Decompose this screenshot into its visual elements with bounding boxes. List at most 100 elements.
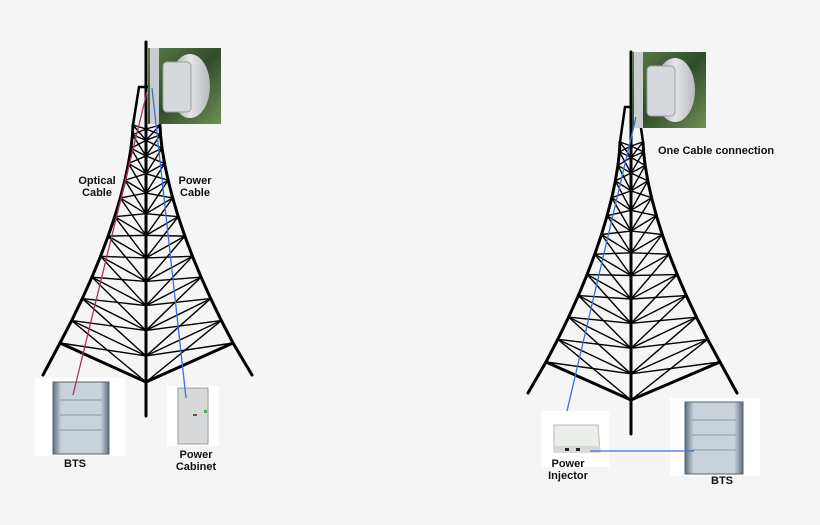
- tower-right-level: [630, 141, 644, 147]
- tower-left-leg-right: [199, 275, 213, 301]
- tower-left-leg-right: [176, 215, 187, 238]
- tower-left-leg-left: [129, 133, 134, 150]
- tower-left-level: [70, 319, 147, 357]
- tower-left-brace: [145, 128, 162, 136]
- tower-right-leg-right: [646, 179, 654, 200]
- tower-right-brace: [617, 156, 632, 167]
- tower-left-brace: [124, 173, 147, 181]
- tower-left-brace: [145, 197, 174, 237]
- tower-left-level: [132, 124, 147, 130]
- tower-left-top-left: [131, 85, 141, 127]
- tower-left-level: [145, 124, 161, 130]
- tower-right-leg-left: [600, 214, 609, 236]
- tower-right-leg-left: [585, 252, 597, 277]
- tower-left-brace: [99, 255, 147, 259]
- tower-right-level: [630, 294, 688, 324]
- tower-left-level: [131, 134, 147, 142]
- tower-left-brace: [145, 235, 186, 283]
- tower-right-leg-left: [593, 232, 603, 256]
- tower-right-level: [630, 151, 645, 159]
- tower-left-leg-right: [219, 319, 235, 345]
- tower-right-level: [611, 197, 632, 212]
- tower-left-level: [127, 162, 147, 175]
- tower-left-level: [145, 235, 186, 259]
- tower-right-leg-left-foot: [526, 360, 548, 395]
- tower-left-level: [144, 341, 235, 384]
- tower-right-brace: [630, 197, 653, 232]
- tower-right-brace: [577, 294, 632, 300]
- tower-right-level: [630, 164, 646, 174]
- tower-left-brace: [145, 212, 179, 218]
- tower-left-brace: [99, 255, 147, 307]
- tower-right-brace: [611, 190, 632, 199]
- tower-left-level: [145, 197, 174, 215]
- tower-right-level: [577, 294, 632, 324]
- tower-left-brace: [91, 276, 147, 332]
- tower-right-leg-left: [610, 179, 617, 200]
- tower-left-brace: [127, 155, 147, 165]
- tower-right-brace: [630, 338, 709, 349]
- tower-left-leg-right-foot: [231, 341, 254, 377]
- tower-right-brace: [630, 209, 658, 217]
- tower-left-leg-right: [166, 178, 175, 200]
- tower-right-brace: [586, 273, 632, 324]
- tower-right-brace: [557, 338, 632, 349]
- tower-left-brace: [145, 155, 166, 165]
- tower-left-leg-right: [163, 162, 170, 182]
- combined-cable-line: [566, 116, 637, 412]
- one-cable-connection-label: One Cable connection: [658, 145, 775, 157]
- tower-left-brace: [127, 162, 147, 194]
- tower-right-brace: [630, 156, 646, 167]
- tower-left-level: [99, 255, 147, 283]
- tower-left-brace: [145, 215, 179, 259]
- tower-right-level: [630, 233, 663, 254]
- tower-right-level: [614, 180, 632, 192]
- tower-left-brace: [132, 124, 147, 142]
- tower-left-level: [145, 215, 179, 237]
- tower-left-brace: [81, 297, 147, 357]
- tower-left-brace: [145, 179, 169, 215]
- tower-left-brace: [119, 197, 147, 237]
- tower-left-brace: [124, 179, 147, 215]
- tower-right-brace: [630, 252, 670, 255]
- tower-left-level: [107, 235, 147, 259]
- tower-left-level: [124, 179, 147, 194]
- tower-right-level: [600, 233, 632, 254]
- tower-right-leg-right: [706, 337, 722, 364]
- tower-right-level: [630, 197, 653, 212]
- tower-right-brace: [611, 197, 632, 232]
- tower-right-brace: [630, 316, 698, 375]
- tower-right-level: [586, 273, 632, 300]
- tower-right-level: [630, 316, 698, 349]
- tower-left-leg-right: [160, 146, 167, 166]
- tower-left-leg-left: [70, 297, 84, 323]
- tower-left-brace: [131, 128, 147, 136]
- tower-right-level: [630, 338, 709, 375]
- tower-right-brace: [586, 273, 632, 277]
- tower-right-brace: [630, 214, 658, 254]
- tower-left-brace: [70, 319, 147, 332]
- tower-left-brace: [114, 212, 147, 218]
- tower-right-leg-left: [605, 196, 614, 218]
- tower-right-level: [567, 316, 632, 349]
- tower-right-brace: [557, 338, 632, 401]
- tower-right-brace: [630, 141, 644, 159]
- tower-right-leg-right: [641, 140, 646, 154]
- tower-left-level: [145, 134, 162, 142]
- tower-right-brace: [630, 164, 646, 192]
- tower-right-leg-right: [694, 315, 710, 341]
- tower-right-brace: [630, 172, 649, 182]
- tower-left-leg-left: [130, 123, 135, 137]
- tower-left-brace: [145, 255, 194, 307]
- tower-right-leg-left: [617, 140, 622, 154]
- tower-left-leg-left: [80, 275, 94, 301]
- tower-left-brace: [130, 147, 147, 175]
- tower-right-leg-left: [613, 163, 620, 183]
- tower-right-brace: [630, 190, 653, 199]
- tower-right-level: [618, 151, 632, 159]
- tower-left-leg-left: [99, 234, 110, 258]
- tower-left-leg-left: [58, 319, 74, 345]
- tower-right-brace: [630, 273, 678, 324]
